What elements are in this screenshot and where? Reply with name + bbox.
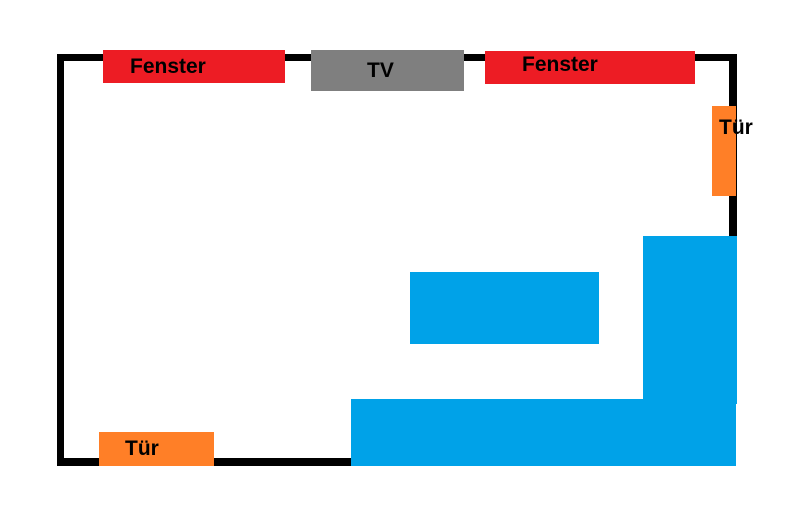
door-right-label: Tür <box>719 116 753 139</box>
window-left-label: Fenster <box>130 55 206 78</box>
window-right-label: Fenster <box>522 53 598 76</box>
window-left: Fenster <box>103 50 285 83</box>
window-right: Fenster <box>485 51 695 84</box>
sofa-vertical-section <box>643 236 737 404</box>
door-right <box>712 106 736 196</box>
tv-label: TV <box>367 59 394 82</box>
wall-left <box>57 54 64 466</box>
tv: TV <box>311 50 464 91</box>
coffee-table <box>410 272 599 344</box>
door-bottom: Tür <box>99 432 214 466</box>
sofa-horizontal-section <box>351 399 736 466</box>
door-bottom-label: Tür <box>125 437 159 460</box>
